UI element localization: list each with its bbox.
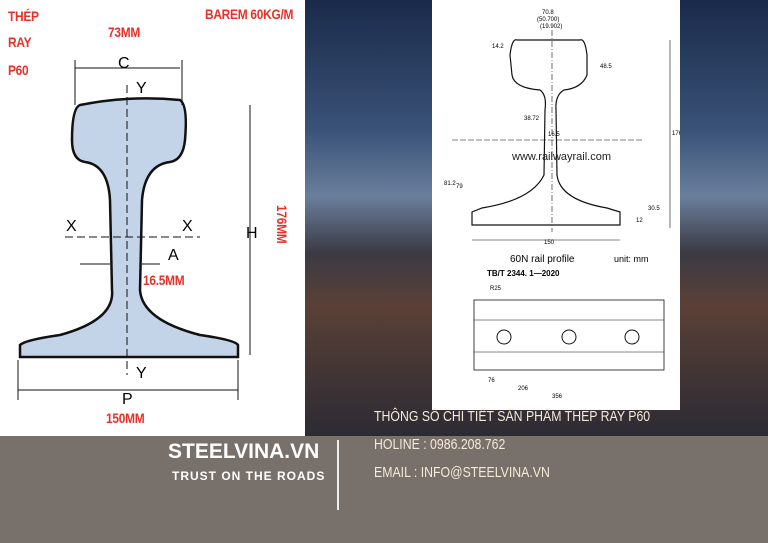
dim-38-72: 38.72 (524, 116, 540, 122)
label-a: A (168, 247, 179, 264)
dim-150: 150 (544, 240, 555, 246)
dim-30-5: 30.5 (648, 206, 660, 212)
dim-head-inner: (50.700) (537, 17, 559, 23)
dim-206: 206 (518, 386, 529, 392)
label-c: C (118, 55, 130, 72)
website-watermark: www.railwayrail.com (511, 151, 611, 163)
drawing-unit: unit: mm (614, 254, 649, 264)
label-h: H (246, 225, 258, 242)
top-width-label: 73MM (108, 24, 141, 40)
title-line-3: P60 (8, 62, 29, 78)
dim-76: 76 (488, 378, 495, 384)
technical-drawing: 70.8 (50.700) (19.902) 14.2 48.5 176 38.… (432, 0, 683, 410)
barem-label: BAREM 60KG/M (205, 6, 294, 22)
email: EMAIL : INFO@STEELVINA.VN (374, 464, 550, 481)
dim-r25: R25 (490, 286, 502, 292)
dim-79: 79 (456, 184, 463, 190)
dim-head-width: 70.8 (542, 10, 554, 16)
title-line-2: RAY (8, 34, 32, 50)
base-label: 150MM (106, 410, 145, 426)
label-y-bottom: Y (136, 365, 147, 382)
drawing-standard: TB/T 2344. 1—2020 (487, 269, 560, 278)
footer-divider (337, 440, 339, 510)
dim-16-5: 16.5 (548, 132, 560, 138)
label-y-top: Y (136, 80, 147, 97)
brand-tagline: TRUST ON THE ROADS (172, 469, 326, 483)
dim-12: 12 (636, 218, 643, 224)
dim-176: 176 (672, 131, 680, 137)
dim-356: 356 (552, 394, 563, 400)
product-heading: THÔNG SỐ CHI TIẾT SẢN PHẨM THÉP RAY P60 (374, 408, 651, 425)
title-line-1: THÉP (8, 8, 39, 24)
label-x-left: X (66, 218, 77, 235)
height-label: 176MM (274, 205, 290, 244)
label-x-right: X (182, 218, 193, 235)
dim-81-2: 81.2 (444, 181, 456, 187)
footer-band (0, 436, 768, 543)
rail-technical-profile: 70.8 (50.700) (19.902) 14.2 48.5 176 38.… (444, 10, 683, 400)
dim-14-2: 14.2 (492, 44, 504, 50)
dim-48-5: 48.5 (600, 64, 612, 70)
rail-profile-diagram: C Y Y X X A H P (17, 55, 258, 408)
drawing-caption: 60N rail profile (510, 254, 575, 265)
rail-profile-panel: C Y Y X X A H P (0, 0, 305, 436)
hotline: HOLINE : 0986.208.762 (374, 436, 506, 453)
label-p: P (122, 391, 133, 408)
web-label: 16.5MM (143, 272, 185, 288)
brand-name: STEELVINA.VN (168, 440, 320, 463)
dim-head-crown: (19.902) (540, 24, 562, 30)
